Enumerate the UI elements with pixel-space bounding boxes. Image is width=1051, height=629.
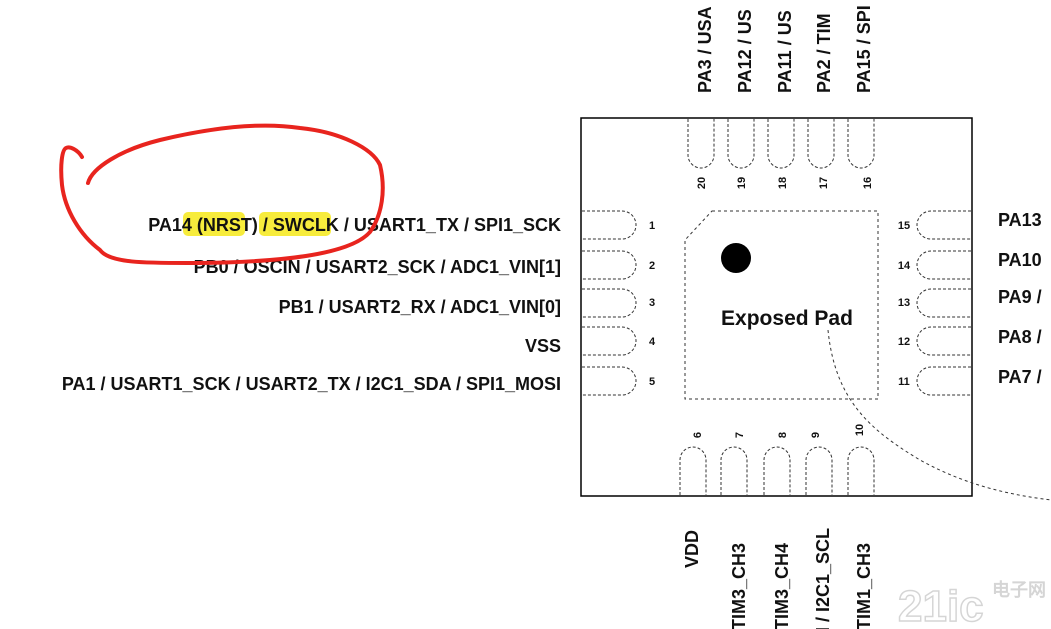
- pin-label-13: PA9 /: [998, 287, 1042, 307]
- pin-label-15: PA13: [998, 210, 1042, 230]
- pin-label-12: PA8 /: [998, 327, 1042, 347]
- pin-number: 10: [854, 424, 866, 436]
- pin-number: 8: [777, 432, 789, 438]
- left-pin-pad: [582, 326, 637, 356]
- right-pin-pad: [916, 210, 971, 240]
- pin-label-2: PB0 / OSCIN / USART2_SCK / ADC1_VIN[1]: [194, 257, 561, 277]
- top-pin-pad: [727, 119, 755, 169]
- exposed-pad-outline: [684, 210, 879, 400]
- right-pin-pad: [916, 250, 971, 280]
- pin-number: 13: [898, 297, 910, 309]
- pin-label-8: / TIM3_CH4: [772, 543, 792, 629]
- pin-label-4: VSS: [525, 336, 561, 356]
- pin-label-20: PA3 / USA: [695, 6, 715, 93]
- pin-label-14: PA10: [998, 250, 1042, 270]
- bottom-pin-pad: [847, 446, 875, 495]
- pin-number: 11: [898, 376, 910, 388]
- pin-label-9: N / I2C1_SCL: [813, 528, 833, 629]
- pin-number: 19: [736, 177, 748, 189]
- top-pin-group: 20 19 18 17 16 PA3 / USA PA12 / US PA11 …: [687, 5, 875, 189]
- exposed-pad-label: Exposed Pad: [721, 307, 853, 330]
- pin1-marker-dot: [721, 243, 751, 273]
- left-pin-pad: [582, 366, 637, 396]
- chip-body: [580, 117, 973, 497]
- pin-number: 2: [649, 260, 655, 272]
- red-annotation-loop: [59, 123, 385, 266]
- pin-label-3: PB1 / USART2_RX / ADC1_VIN[0]: [279, 297, 561, 317]
- pin-label-6: VDD: [682, 530, 702, 568]
- highlight-swclk: [259, 212, 331, 236]
- pin-number: 1: [649, 220, 655, 232]
- pin-label-7: / TIM3_CH3: [729, 543, 749, 629]
- pin-number: 12: [898, 336, 910, 348]
- pin-number: 7: [734, 432, 746, 438]
- left-pin-pad: [582, 288, 637, 318]
- bottom-pin-pad: [679, 446, 707, 495]
- top-pin-pad: [807, 119, 835, 169]
- top-pin-pad: [687, 119, 715, 169]
- pin-label-19: PA12 / US: [735, 9, 755, 93]
- watermark-21ic: 21ic: [898, 582, 984, 629]
- left-pin-group: 1 2 3 4 5 PA14 (NRST) / SWCLK / USART1_T…: [62, 210, 656, 396]
- pin-number: 4: [649, 336, 656, 348]
- pin-label-16: PA15 / SPI: [854, 5, 874, 93]
- top-pin-pad: [847, 119, 875, 169]
- pin-number: 16: [862, 177, 874, 189]
- watermark-cn: 电子网: [992, 579, 1046, 600]
- pin-number: 15: [898, 220, 910, 232]
- pin-label-11: PA7 /: [998, 367, 1042, 387]
- left-pin-pad: [582, 250, 637, 280]
- pin-number: 5: [649, 376, 655, 388]
- bottom-pin-pad: [805, 446, 833, 495]
- right-pin-group: 15 14 13 12 11 PA13 PA10 PA9 / PA8 / PA7…: [898, 210, 1042, 396]
- top-pin-pad: [767, 119, 795, 169]
- pin-number: 20: [696, 177, 708, 189]
- pin-number: 18: [777, 177, 789, 189]
- bottom-pin-pad: [763, 446, 791, 495]
- pin-label-1: PA14 (NRST) / SWCLK / USART1_TX / SPI1_S…: [148, 215, 561, 235]
- pin-label-10: / TIM1_CH3: [854, 543, 874, 629]
- pin-label-5: PA1 / USART1_SCK / USART2_TX / I2C1_SDA …: [62, 374, 561, 394]
- bottom-pin-pad: [720, 446, 748, 495]
- highlight-nrst: [183, 212, 245, 236]
- pin-number: 17: [818, 177, 830, 189]
- pin-number: 3: [649, 297, 655, 309]
- right-pin-pad: [916, 326, 971, 356]
- right-pin-pad: [916, 366, 971, 396]
- left-pin-pad: [582, 210, 637, 240]
- pin-number: 9: [810, 432, 822, 438]
- pin-number: 14: [898, 260, 911, 272]
- right-pin-pad: [916, 288, 971, 318]
- watermark-logo: 21ic 电子网: [897, 579, 1046, 629]
- pin-label-17: PA2 / TIM: [814, 13, 834, 93]
- pin-label-18: PA11 / US: [775, 10, 795, 93]
- bottom-pin-group: 6 7 8 9 10 VDD / TIM3_CH3 / TIM3_CH4 N /…: [679, 424, 875, 629]
- pin-number: 6: [692, 432, 704, 438]
